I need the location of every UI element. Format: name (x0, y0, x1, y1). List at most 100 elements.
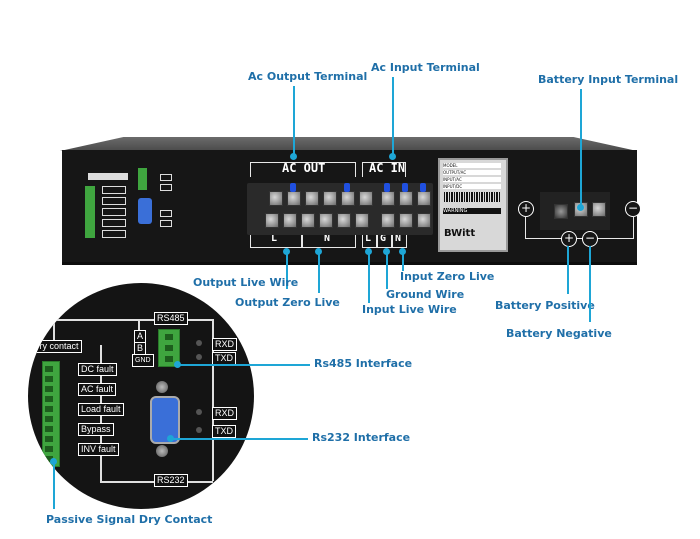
out-n-bracket (302, 235, 356, 248)
terminal-pin (45, 366, 53, 372)
panel-interface-schematic (80, 158, 185, 240)
interface-detail-magnifier: RS485 RS232 Dry contact A B GND RXD TXD … (28, 283, 254, 509)
nameplate-input-dc: INPUT/DC (443, 184, 501, 189)
terminal-pin (165, 334, 173, 340)
mini-db9-port (138, 198, 152, 224)
callout-rs232-interface: Rs232 Interface (312, 431, 411, 444)
leader-line (171, 438, 308, 440)
fault-label-dc: DC fault (78, 363, 117, 376)
out-l-label: L (271, 233, 278, 244)
mini-label (102, 197, 126, 205)
wire-ferrule (344, 183, 350, 192)
leader-dot (577, 204, 584, 211)
callout-rs485-interface: Rs485 Interface (314, 357, 413, 370)
callout-ground-wire: Ground Wire (386, 288, 465, 301)
mini-label (160, 184, 172, 191)
rs232-label: RS232 (154, 474, 188, 487)
battery-polarity-bracket (525, 216, 634, 239)
db9-screw-top (156, 381, 168, 393)
screw (305, 191, 319, 206)
rs485-green-terminal (158, 329, 180, 367)
terminal-pin (45, 436, 53, 442)
leader-line (567, 246, 569, 294)
battery-minus-symbol: − (625, 201, 641, 217)
leader-dot (174, 361, 181, 368)
ac-in-label: AC IN (369, 161, 406, 175)
screw (287, 191, 301, 206)
callout-ac-input-terminal: Ac Input Terminal (371, 61, 480, 74)
leader-line (178, 364, 310, 366)
dry-contact-label: Dry contact (30, 340, 82, 353)
battery-plus-marker: + (561, 231, 577, 247)
mini-label (102, 208, 126, 216)
callout-output-zero-live: Output Zero Live (235, 296, 340, 309)
screw (283, 213, 297, 228)
led-indicator (196, 427, 202, 433)
terminal-pin (45, 446, 53, 452)
leader-line (392, 77, 394, 156)
terminal-pin (165, 356, 173, 362)
ac-out-bracket (250, 162, 356, 177)
terminal-pin (45, 386, 53, 392)
screw (265, 213, 279, 228)
led-indicator (196, 409, 202, 415)
battery-screw-positive (554, 204, 568, 219)
battery-minus-marker: − (582, 231, 598, 247)
mini-dry-contact-label (88, 173, 128, 180)
leader-line (286, 251, 288, 289)
fault-label-inv: INV fault (78, 443, 119, 456)
out-l-bracket (250, 235, 302, 248)
screw (319, 213, 333, 228)
led-indicator (196, 340, 202, 346)
leader-dot (167, 435, 174, 442)
ac-in-bracket (362, 162, 406, 177)
in-n-bracket (392, 235, 407, 248)
screw (399, 191, 413, 206)
in-l-label: L (365, 233, 372, 244)
leader-dot (389, 153, 396, 160)
leader-line (580, 89, 582, 207)
mini-label (102, 186, 126, 194)
leader-line (589, 246, 591, 322)
in-g-label: G (380, 233, 387, 244)
callout-output-live-wire: Output Live Wire (193, 276, 299, 289)
in-g-bracket (377, 235, 392, 248)
rs232-txd-label: TXD (212, 425, 236, 438)
wire-ferrule (420, 183, 426, 192)
mini-label (160, 174, 172, 181)
callout-battery-negative: Battery Negative (506, 327, 612, 340)
battery-plus-symbol: + (518, 201, 534, 217)
screw (381, 213, 395, 228)
rs485-label: RS485 (154, 312, 188, 325)
terminal-pin (45, 396, 53, 402)
wire (53, 319, 55, 345)
screw (355, 213, 369, 228)
screw (359, 191, 373, 206)
wire-ferrule (402, 183, 408, 192)
rs232-rxd-label: RXD (212, 407, 238, 420)
callout-passive-signal-dry-contact: Passive Signal Dry Contact (46, 513, 213, 526)
screw (323, 191, 337, 206)
mini-rs485-terminal (138, 168, 147, 190)
nameplate-brand: BWitt (444, 228, 476, 239)
mini-label (102, 219, 126, 227)
mini-label (160, 210, 172, 217)
screw (381, 191, 395, 206)
dry-contact-green-terminal (42, 361, 60, 467)
screw (399, 213, 413, 228)
rs485-gnd-label: GND (132, 354, 154, 367)
nameplate-input-ac: INPUT/AC (443, 177, 501, 182)
leader-line (386, 251, 388, 289)
callout-input-live-wire: Input Live Wire (362, 303, 457, 316)
out-n-label: N (324, 233, 331, 244)
rs485-rxd-label: RXD (212, 338, 238, 351)
leader-line (53, 461, 55, 509)
nameplate-label: MODEL OUTPUT/AC INPUT/AC INPUT/DC WARNIN… (438, 158, 508, 252)
in-n-label: N (395, 233, 402, 244)
screw (301, 213, 315, 228)
wire-ferrule (384, 183, 390, 192)
screw (417, 191, 431, 206)
terminal-pin (45, 456, 53, 462)
mini-label (102, 230, 126, 238)
screw (269, 191, 283, 206)
